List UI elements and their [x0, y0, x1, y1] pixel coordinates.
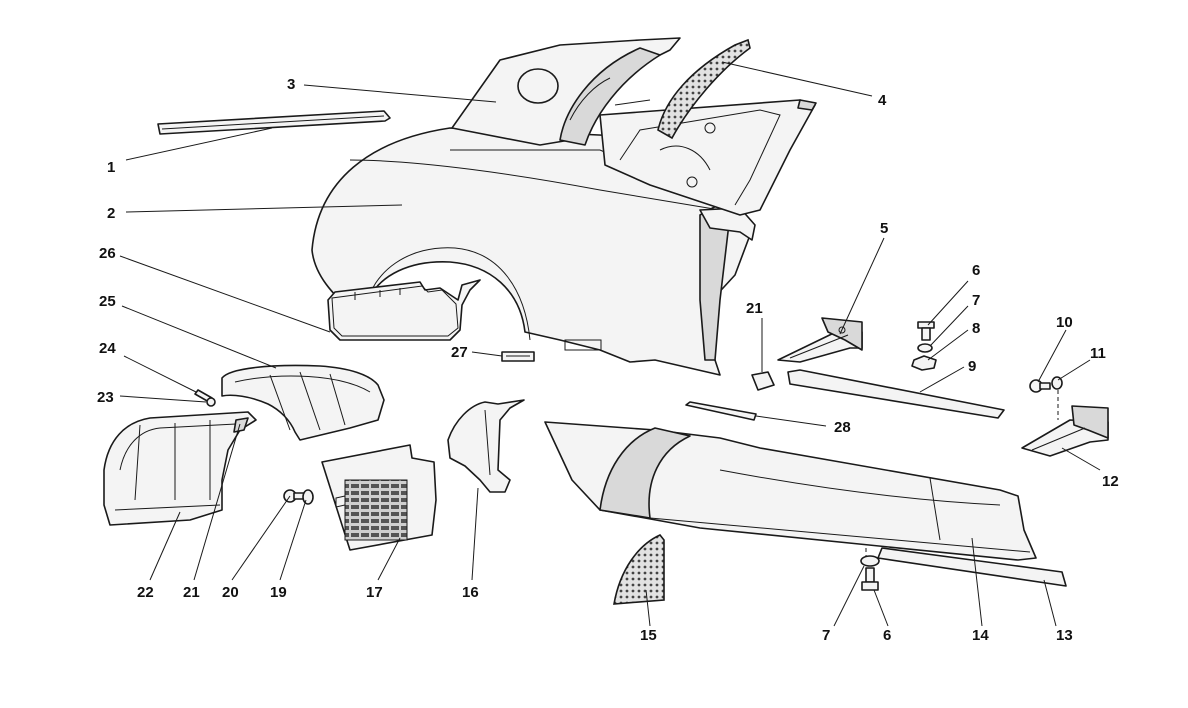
part-1-trim-strip	[157, 110, 391, 135]
part-9-sill-strip	[787, 369, 1005, 419]
callout-21-lower: 21	[183, 584, 200, 601]
callout-10: 10	[1056, 314, 1073, 331]
part-26-wheel-arch-seal	[327, 279, 481, 341]
part-11-washer	[1051, 376, 1063, 390]
callout-26: 26	[99, 245, 116, 262]
part-16-side-duct	[447, 399, 525, 493]
callout-15: 15	[640, 627, 657, 644]
callout-21-upper: 21	[746, 300, 763, 317]
part-5-support-bracket	[777, 317, 863, 363]
part-7-washer-lower	[860, 555, 880, 567]
callout-27: 27	[451, 344, 468, 361]
callout-11: 11	[1090, 345, 1106, 362]
part-27-small-label	[501, 351, 535, 362]
callout-20: 20	[222, 584, 239, 601]
callout-28: 28	[834, 419, 851, 436]
rear-bay-frame	[599, 99, 817, 216]
part-7-washer-upper	[917, 343, 933, 353]
part-19-clip	[302, 489, 314, 505]
callout-6-upper: 6	[972, 262, 980, 279]
part-17-grille-panel	[321, 444, 437, 551]
callout-6-lower: 6	[883, 627, 891, 644]
part-8-nut	[911, 355, 937, 371]
callout-24: 24	[99, 340, 116, 357]
callout-16: 16	[462, 584, 479, 601]
callout-12: 12	[1102, 473, 1119, 490]
callout-13: 13	[1056, 627, 1073, 644]
part-14-side-skirt	[544, 421, 1037, 561]
part-22-wheel-liner	[103, 411, 257, 526]
callout-23: 23	[97, 389, 114, 406]
leader-lines	[119, 61, 1101, 627]
part-4-mesh-grille	[657, 38, 751, 140]
callout-17: 17	[366, 584, 383, 601]
callout-3: 3	[287, 76, 295, 93]
part-12-lower-bracket	[1021, 405, 1109, 457]
callout-14: 14	[972, 627, 989, 644]
part-15-triangle-mesh	[613, 534, 665, 605]
callout-7-upper: 7	[972, 292, 980, 309]
part-25-wheelhouse-cover	[221, 364, 385, 441]
callout-1: 1	[107, 159, 115, 176]
callout-4: 4	[878, 92, 887, 109]
callout-19: 19	[270, 584, 287, 601]
callout-8: 8	[972, 320, 980, 337]
callout-7-lower: 7	[822, 627, 830, 644]
callout-25: 25	[99, 293, 116, 310]
part-23-clip	[206, 397, 216, 407]
callout-9: 9	[968, 358, 976, 375]
part-6-bolt-upper	[917, 321, 935, 341]
part-28-thin-strip	[685, 401, 757, 421]
part-3-engine-cover	[451, 37, 681, 146]
callout-2: 2	[107, 205, 115, 222]
part-10-bolt	[1029, 379, 1051, 393]
part-13-lower-sill-trim	[877, 547, 1067, 587]
part-21-bracket	[751, 371, 775, 391]
callout-22: 22	[137, 584, 154, 601]
part-6-bolt-lower	[861, 567, 879, 591]
callout-5: 5	[880, 220, 888, 237]
callout-labels: 1 2 3 4 5 6 7 8 9 10 11 12 13 14 15 16 1…	[97, 76, 1119, 644]
